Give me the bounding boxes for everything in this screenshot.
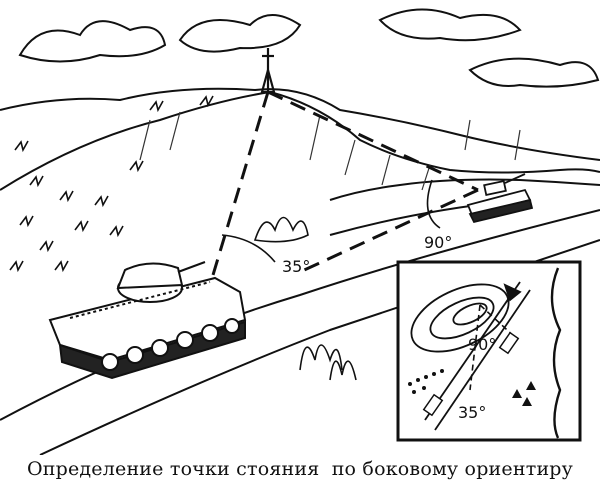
- inset-angle-90-label: 90°: [468, 335, 496, 354]
- hill-shading: [139, 111, 521, 191]
- bushes: [253, 216, 357, 381]
- hills: [0, 87, 600, 201]
- angle-35-label: 35°: [282, 257, 310, 276]
- figure-caption: Определение точки стояния по боковому ор…: [0, 458, 600, 480]
- inset-map: 90° 35°: [396, 260, 582, 442]
- construction-lines: [208, 90, 479, 286]
- cross-landmark: [260, 48, 276, 94]
- main-tank: [48, 261, 247, 380]
- grass-tufts: [9, 95, 214, 273]
- distant-tank: [466, 173, 534, 224]
- inset-angle-35-label: 35°: [458, 403, 486, 422]
- landscape-illustration: 35° 90°: [0, 8, 600, 455]
- caption-part-2: по боковому ориентиру: [331, 458, 574, 480]
- angle-90-label: 90°: [424, 233, 452, 252]
- clouds: [18, 8, 600, 88]
- angle-arcs: [221, 179, 441, 263]
- caption-part-1: Определение точки стояния: [26, 458, 320, 480]
